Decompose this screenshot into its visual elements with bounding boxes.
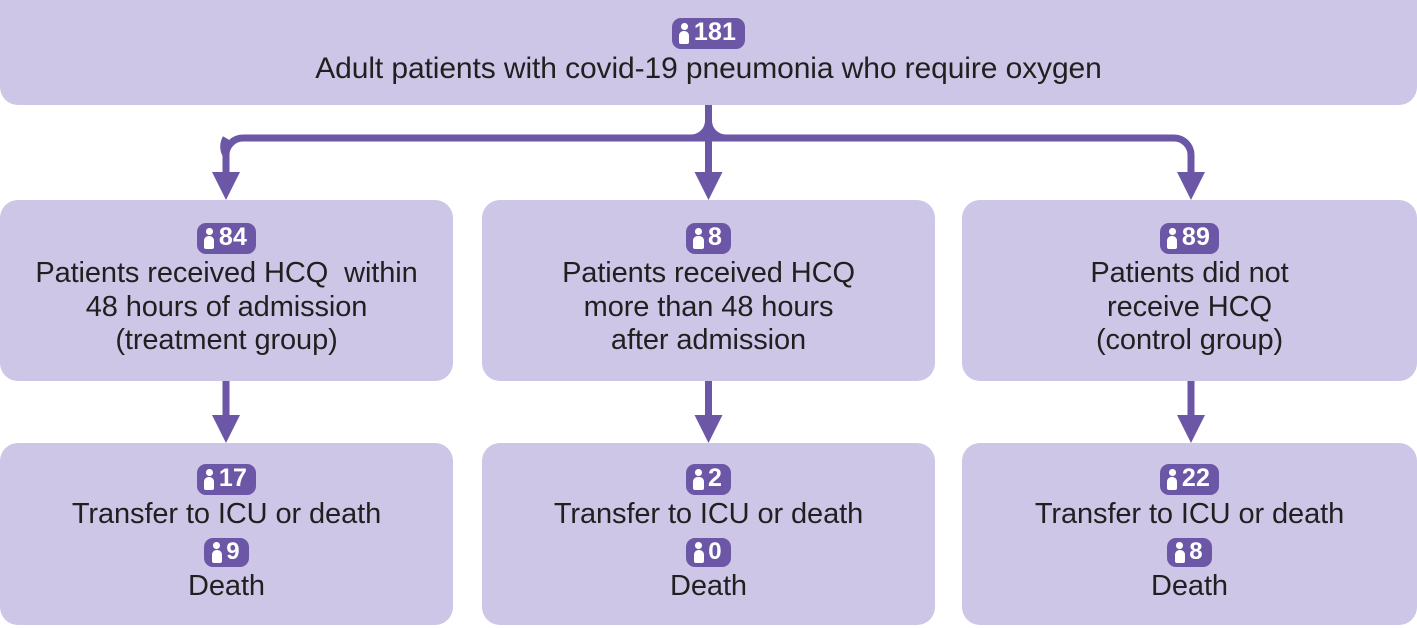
- count-badge-outcome-secondary-3: 8: [1167, 538, 1212, 567]
- count-badge-group-3: 89: [1159, 223, 1220, 255]
- outcome-primary-label: Transfer to ICU or death: [71, 498, 382, 531]
- arrowhead-right: [1177, 172, 1205, 200]
- node-title-text: Adult patients with covid-19 pneumonia w…: [315, 52, 1102, 86]
- count-value: 0: [708, 537, 722, 565]
- node-text-line-3: (treatment group): [115, 324, 338, 357]
- connector-elbow-left: [220, 136, 230, 157]
- node-cohort-total: 181 Adult patients with covid-19 pneumon…: [0, 0, 1417, 105]
- node-outcome-control: 22 Transfer to ICU or death 8 Death: [962, 443, 1417, 625]
- person-icon: [692, 228, 705, 250]
- outcome-primary-label: Transfer to ICU or death: [1034, 498, 1345, 531]
- node-group-late-hcq: 8 Patients received HCQ more than 48 hou…: [482, 200, 935, 381]
- person-icon: [692, 542, 705, 563]
- count-badge-outcome-primary-2: 2: [685, 464, 732, 496]
- count-value: 22: [1181, 464, 1211, 493]
- node-text-line-2: receive HCQ: [1107, 290, 1272, 323]
- person-icon: [210, 542, 223, 563]
- person-icon: [203, 228, 216, 250]
- count-value: 9: [226, 537, 240, 565]
- count-value: 17: [218, 464, 248, 493]
- person-icon: [1166, 228, 1179, 250]
- junction-fillet-left: [690, 120, 712, 142]
- count-badge-total: 181: [671, 18, 746, 50]
- count-value: 8: [707, 223, 723, 252]
- connector-left-drop: [222, 134, 244, 180]
- node-text-line-2: more than 48 hours: [583, 290, 834, 323]
- person-icon: [692, 469, 705, 491]
- count-badge-group-1: 84: [196, 223, 257, 255]
- arrowhead-middle: [694, 172, 723, 200]
- node-outcome-treatment: 17 Transfer to ICU or death 9 Death: [0, 443, 453, 625]
- connector-right-drop: [1173, 134, 1195, 180]
- node-text-line-1: Patients received HCQ: [562, 257, 855, 290]
- count-value: 2: [707, 464, 723, 493]
- node-group-control: 89 Patients did not receive HCQ (control…: [962, 200, 1417, 381]
- outcome-secondary-label: Death: [188, 570, 265, 602]
- count-badge-outcome-secondary-2: 0: [686, 538, 731, 567]
- arrowhead-col1: [212, 415, 240, 443]
- person-icon: [1166, 469, 1179, 491]
- node-text-line-3: (control group): [1095, 324, 1284, 357]
- person-icon: [1173, 542, 1186, 563]
- count-badge-group-2: 8: [685, 223, 732, 255]
- outcome-secondary-label: Death: [670, 570, 747, 602]
- node-outcome-late-hcq: 2 Transfer to ICU or death 0 Death: [482, 443, 935, 625]
- arrowhead-left: [212, 172, 240, 200]
- node-text-line-1: Patients received HCQ within: [35, 257, 418, 290]
- count-value: 181: [693, 18, 737, 47]
- count-badge-outcome-primary-3: 22: [1159, 464, 1220, 496]
- node-text-line-1: Patients did not: [1090, 257, 1289, 290]
- count-value: 8: [1189, 537, 1203, 565]
- count-value: 89: [1181, 223, 1211, 252]
- junction-fillet-right: [705, 120, 727, 142]
- node-group-treatment: 84 Patients received HCQ within 48 hours…: [0, 200, 453, 381]
- person-icon: [203, 469, 216, 491]
- person-icon: [678, 23, 691, 45]
- node-text-line-2: 48 hours of admission: [85, 290, 368, 323]
- node-text-line-3: after admission: [610, 324, 807, 357]
- arrowhead-col2: [694, 415, 723, 443]
- outcome-primary-label: Transfer to ICU or death: [553, 498, 864, 531]
- count-badge-outcome-primary-1: 17: [196, 464, 257, 496]
- outcome-secondary-label: Death: [1151, 570, 1228, 602]
- arrowhead-col3: [1177, 415, 1205, 443]
- count-badge-outcome-secondary-1: 9: [204, 538, 249, 567]
- count-value: 84: [218, 223, 248, 252]
